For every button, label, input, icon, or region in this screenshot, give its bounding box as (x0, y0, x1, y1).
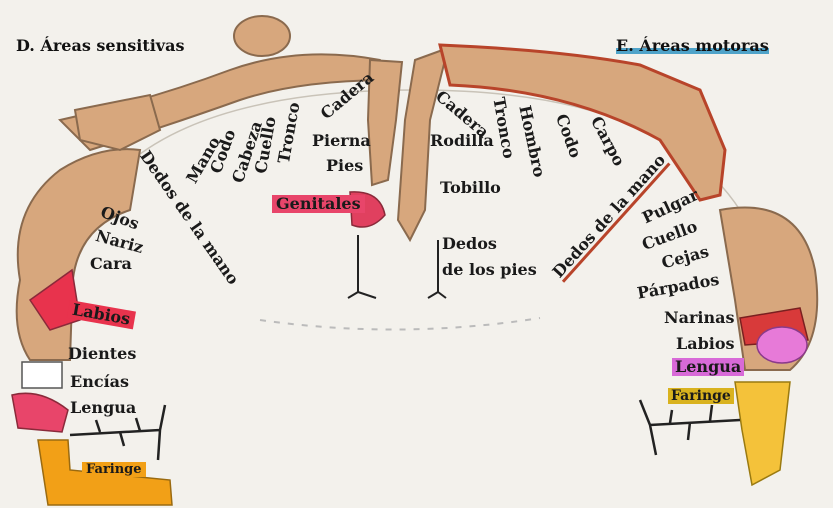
motor-label-narinas: Narinas (664, 310, 735, 326)
motor-label-faringe: Faringe (668, 388, 734, 404)
sensory-head (234, 16, 290, 56)
motor-label-lengua: Lengua (672, 358, 744, 376)
motor-tongue (757, 327, 807, 363)
sensory-label-faringe: Faringe (82, 462, 146, 477)
sensory-label-cara: Cara (90, 256, 132, 272)
motor-label-rodilla: Rodilla (430, 133, 494, 149)
sensory-label-dientes: Dientes (68, 346, 136, 362)
sensory-label-lengua: Lengua (70, 400, 136, 416)
sensory-label-pierna: Pierna (312, 133, 371, 149)
motor-pharynx (735, 382, 790, 485)
motor-nerve-branch (640, 400, 740, 455)
center-shadow (260, 318, 540, 330)
motor-label-labios: Labios (676, 336, 735, 352)
sensory-tongue (12, 393, 68, 432)
motor-label-de-los-pies: de los pies (442, 262, 537, 278)
motor-title: E. Áreas motoras (616, 38, 769, 54)
sensory-hand (75, 95, 160, 150)
sensory-stem (348, 235, 376, 298)
sensory-teeth (22, 362, 62, 388)
motor-label-dedos: Dedos (442, 236, 497, 252)
sensory-label-encias: Encías (70, 374, 129, 390)
sensory-label-genitales: Genitales (272, 195, 365, 213)
motor-label-tobillo: Tobillo (440, 180, 501, 196)
sensory-title: D. Áreas sensitivas (16, 38, 184, 54)
sensory-label-pies: Pies (326, 158, 363, 174)
